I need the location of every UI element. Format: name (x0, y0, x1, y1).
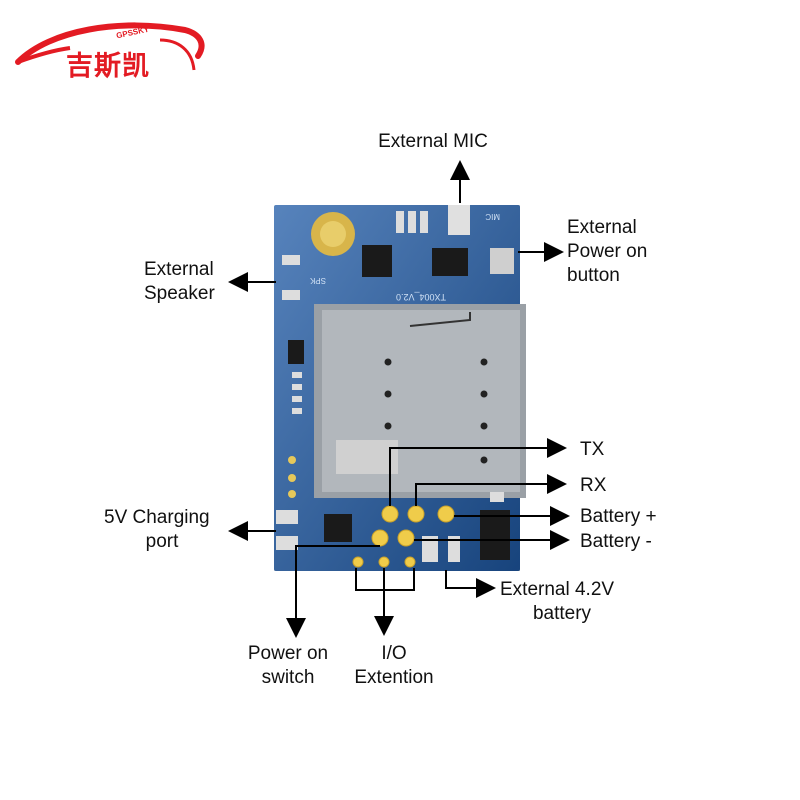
silkscreen-mic-text: MIC (485, 212, 500, 221)
label-ext-battery-2: battery (532, 603, 592, 624)
label-external-mic: External MIC (378, 131, 488, 152)
arrow-ext-battery (445, 570, 496, 598)
callout-arrows (228, 160, 570, 638)
label-charging-1: 5V Charging (104, 507, 210, 528)
label-power-switch-2: switch (261, 667, 315, 688)
charging-port-pad (276, 510, 298, 524)
arrow-rx (415, 474, 567, 506)
label-battery-plus: Battery + (580, 506, 657, 527)
power-switch-pad (371, 529, 389, 547)
battery-minus-pad (397, 529, 415, 547)
car-swoosh-logo-icon (15, 22, 205, 71)
arrow-power-switch (286, 545, 380, 638)
label-battery-minus: Battery - (580, 531, 652, 552)
label-ext-battery-1: External 4.2V (500, 579, 615, 600)
tx-pad (381, 505, 399, 523)
label-tx: TX (580, 439, 605, 460)
label-rx: RX (580, 475, 607, 496)
label-power-button-2: Power on (567, 241, 648, 262)
silkscreen-model-text: TX004_V2.0 (396, 292, 446, 302)
label-charging-2: port (145, 531, 179, 552)
gps-tracker-pcb: TX004_V2.0 MIC SPK (274, 205, 526, 571)
label-power-switch-1: Power on (247, 643, 329, 664)
label-speaker-1: External (144, 259, 214, 280)
rx-pad (407, 505, 425, 523)
label-io-2: Extention (354, 667, 434, 688)
label-speaker-2: Speaker (144, 283, 215, 304)
arrow-tx (389, 438, 567, 506)
label-io-1: I/O (381, 643, 407, 664)
brand-name: 吉斯凯 (66, 51, 150, 82)
silkscreen-spk-text: SPK (309, 276, 326, 285)
label-power-button-3: button (567, 265, 620, 286)
battery-plus-pad (437, 505, 455, 523)
label-power-button-1: External (567, 217, 637, 238)
